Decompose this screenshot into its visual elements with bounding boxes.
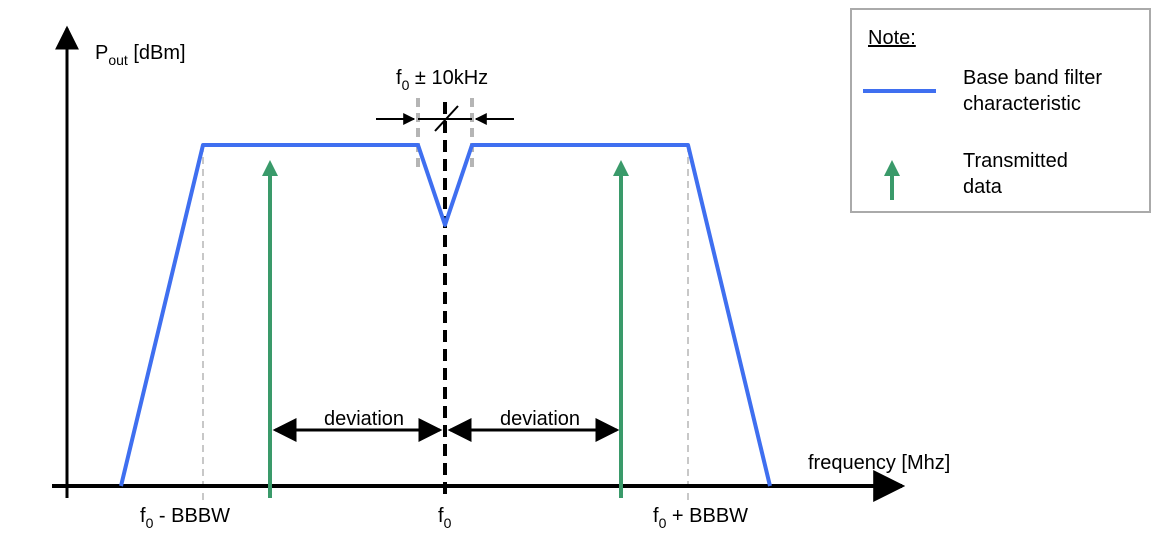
legend-box — [850, 8, 1151, 213]
legend-title: Note: — [868, 27, 916, 49]
legend-filter-label-line2: characteristic — [963, 93, 1081, 115]
legend-filter-label-line1: Base band filter — [963, 67, 1102, 89]
tick-label-center: f0 — [438, 505, 452, 531]
notch-slash — [434, 105, 459, 132]
deviation-label-right: deviation — [500, 408, 580, 430]
x-axis-label: frequency [Mhz] — [808, 452, 950, 474]
notch-label: f0 ± 10kHz — [396, 67, 488, 93]
deviation-label-left: deviation — [324, 408, 404, 430]
tick-label-right: f0 + BBBW — [653, 505, 748, 531]
legend: Note: Base band filter characteristic Tr… — [850, 8, 1151, 213]
y-axis-label: Pout [dBm] — [95, 42, 186, 68]
legend-data-label-line2: data — [963, 176, 1003, 198]
legend-data-label-line1: Transmitted — [963, 150, 1068, 172]
tick-label-left: f0 - BBBW — [140, 505, 230, 531]
filter-characteristic-line — [119, 143, 772, 487]
